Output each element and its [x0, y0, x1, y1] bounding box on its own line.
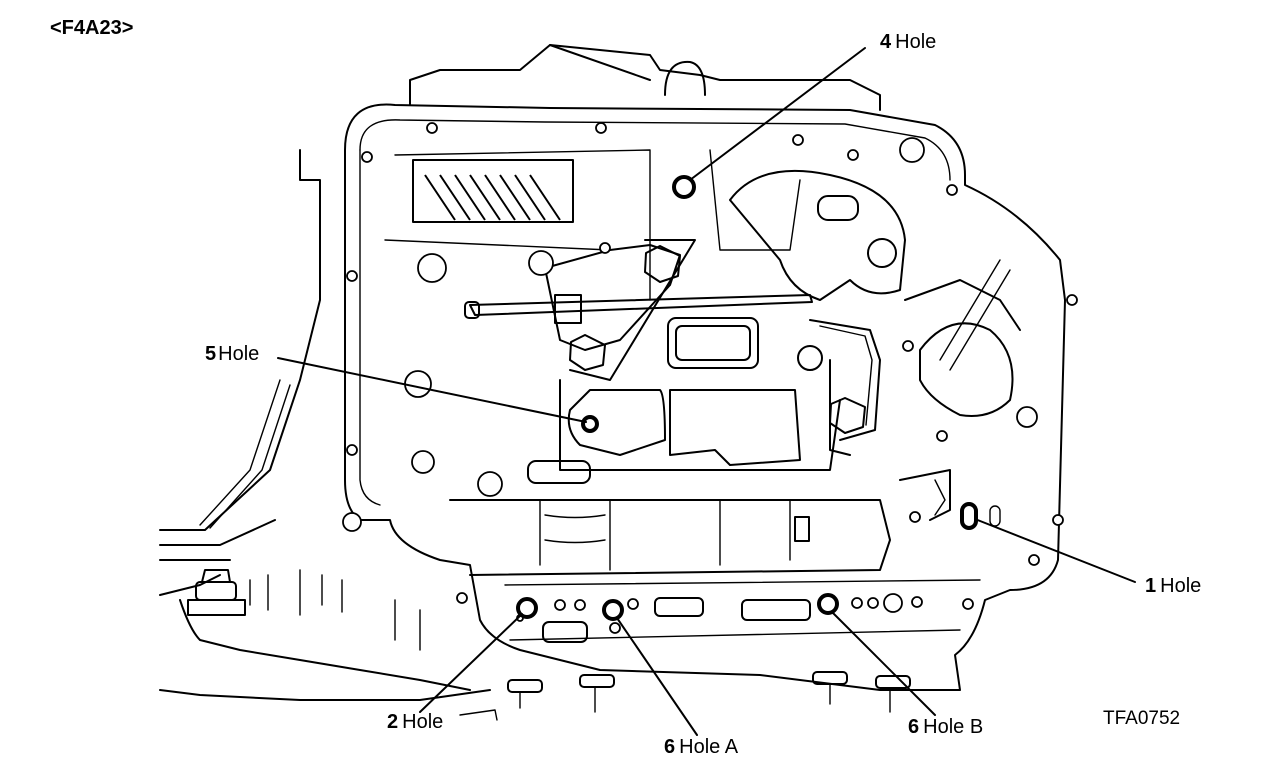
leader-lines: [277, 47, 1136, 736]
hole-2-ring: [516, 597, 538, 619]
hole-1-ring: [960, 502, 978, 530]
hole-6b-leader: [831, 611, 936, 716]
hole-4-ring: [672, 175, 696, 199]
hole-2-leader: [419, 613, 523, 713]
figure-code-label: TFA0752: [1103, 708, 1180, 729]
hole-6b-ring: [817, 593, 839, 615]
model-code-label: <F4A23>: [50, 17, 133, 39]
hole-1-leader: [974, 518, 1136, 583]
hole-5-ring: [581, 415, 599, 433]
hole-6a-ring: [602, 599, 624, 621]
hole-4-leader: [689, 47, 866, 181]
hole-6a-leader: [616, 617, 698, 736]
transmission-case-drawing: [159, 44, 1078, 721]
hole-5-leader: [277, 357, 587, 423]
